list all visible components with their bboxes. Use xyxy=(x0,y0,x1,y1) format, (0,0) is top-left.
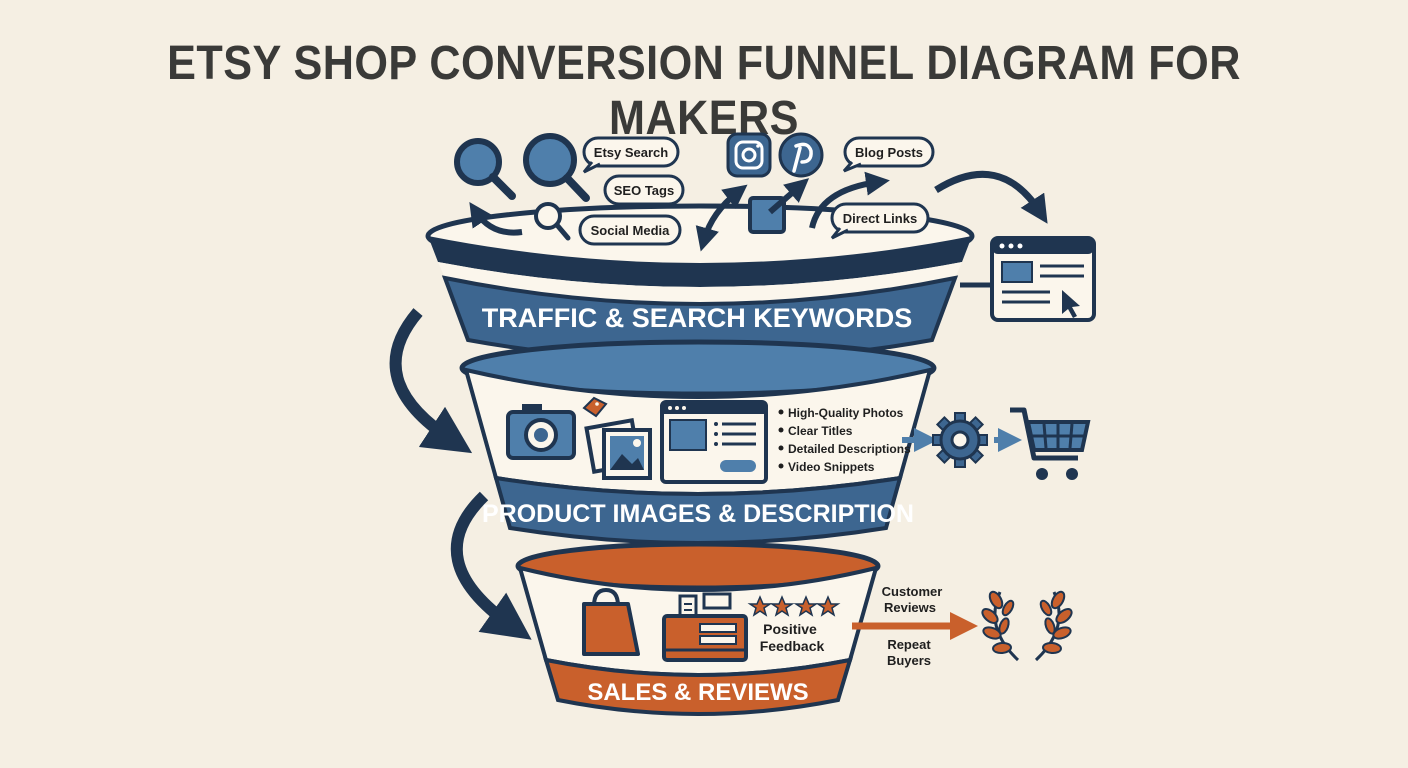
shopping-bag-icon xyxy=(582,587,640,656)
feature-item: High-Quality Photos xyxy=(788,406,904,420)
magnifier-icon xyxy=(454,138,516,200)
bubble-seo-tags: SEO Tags xyxy=(603,174,685,206)
browser-icon xyxy=(960,236,1096,322)
photos-icon xyxy=(584,418,652,480)
curved-arrow-icon xyxy=(809,171,890,229)
flow-arrow-left xyxy=(389,308,473,454)
bubble-text: Etsy Search xyxy=(594,145,668,160)
page-title: ETSY SHOP CONVERSION FUNNEL DIAGRAM FOR … xyxy=(167,37,1241,145)
outcome-repeat-line1: Repeat xyxy=(887,637,931,652)
price-tag-icon xyxy=(582,396,608,418)
bubble-blog-posts: Blog Posts xyxy=(842,136,935,173)
bubble-text: SEO Tags xyxy=(614,183,674,198)
bubble-text: Blog Posts xyxy=(855,145,923,160)
bubble-direct-links: Direct Links xyxy=(830,202,930,240)
feature-item: Clear Titles xyxy=(788,424,853,438)
flow-arrow-left xyxy=(450,491,532,640)
curved-arrow-icon xyxy=(469,202,523,236)
laurel-wreath-icon xyxy=(981,590,1073,662)
pinterest-icon xyxy=(778,132,824,178)
magnifier-icon xyxy=(534,202,571,241)
stage-label-sales: SALES & REVIEWS xyxy=(587,679,808,706)
shopping-cart-icon xyxy=(1010,407,1091,480)
instagram-icon xyxy=(726,132,772,178)
outcome-repeat-line2: Buyers xyxy=(887,653,931,668)
camera-icon xyxy=(506,404,576,460)
feedback-label-line1: Positive xyxy=(763,621,817,637)
feature-item: Video Snippets xyxy=(788,460,875,474)
bubble-text: Direct Links xyxy=(843,211,917,226)
stage-label-traffic: TRAFFIC & SEARCH KEYWORDS xyxy=(482,303,913,333)
feature-list: High-Quality Photos Clear Titles Detaile… xyxy=(778,406,911,474)
stage-label-product: PRODUCT IMAGES & DESCRIPTION xyxy=(482,500,914,528)
feature-item: Detailed Descriptions xyxy=(788,442,911,456)
bubble-social-media: Social Media xyxy=(578,214,682,246)
gear-icon xyxy=(932,412,988,468)
funnel-tier-product: PRODUCT IMAGES & DESCRIPTION xyxy=(459,339,937,545)
magnifier-icon xyxy=(523,133,590,202)
curved-arrow-icon xyxy=(934,170,1048,224)
cash-register-icon xyxy=(662,592,748,662)
bubble-etsy-search: Etsy Search xyxy=(582,136,680,174)
share-icon xyxy=(748,178,810,234)
bubble-text: Social Media xyxy=(591,223,671,238)
outcome-reviews-line2: Reviews xyxy=(884,600,936,615)
outcome-reviews-line1: Customer xyxy=(882,584,943,599)
feedback-label-line2: Feedback xyxy=(760,638,825,654)
double-arrow-icon xyxy=(695,184,748,252)
star-rating-icon xyxy=(747,595,841,617)
listing-page-icon xyxy=(660,400,768,484)
